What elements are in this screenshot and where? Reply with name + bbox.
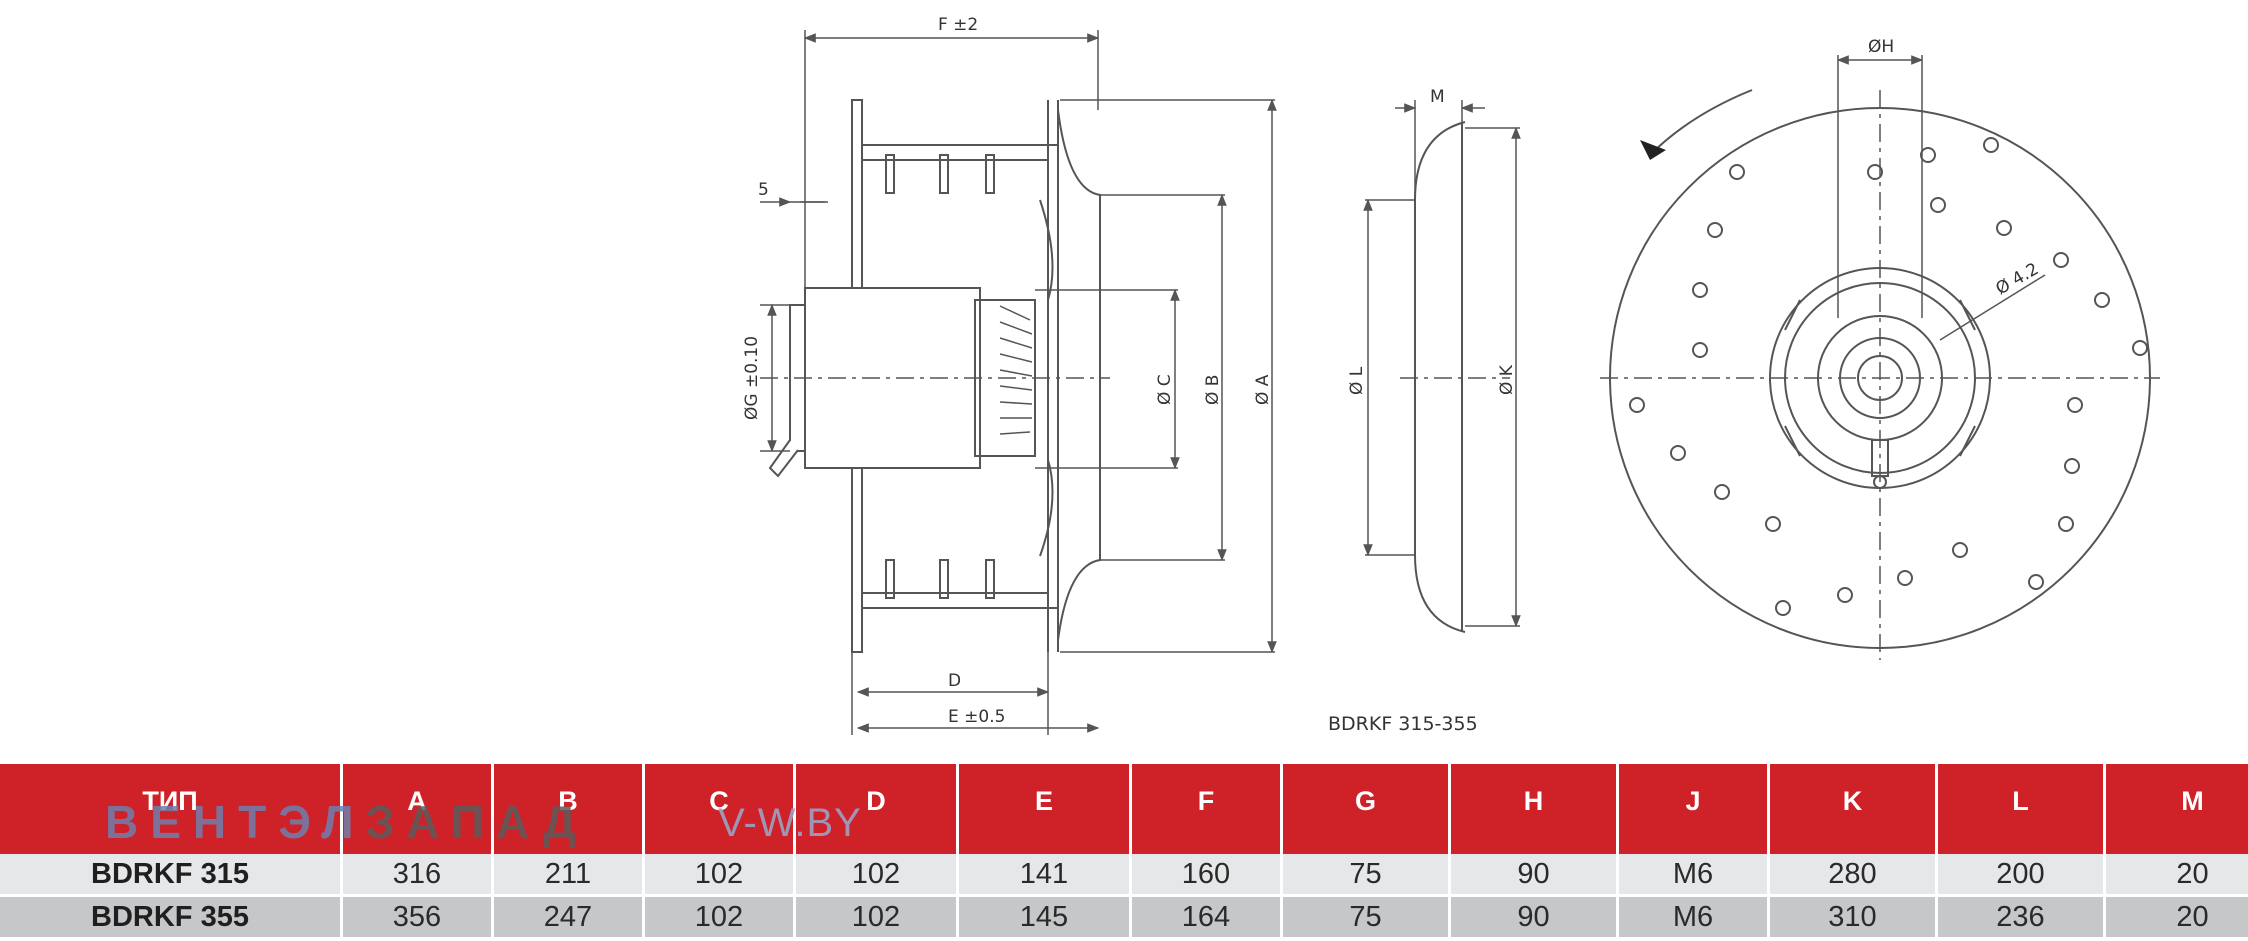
cell-value: 247 <box>494 897 645 937</box>
cell-value: 102 <box>796 854 959 897</box>
cell-value: M6 <box>1619 897 1770 937</box>
cell-value: 211 <box>494 854 645 897</box>
column-header-g: G <box>1283 764 1451 854</box>
front-dimensions <box>1836 55 2046 341</box>
column-header-j: J <box>1619 764 1770 854</box>
column-header-k: K <box>1770 764 1938 854</box>
cell-type: BDRKF 315 <box>0 854 343 897</box>
cell-value: 280 <box>1770 854 1938 897</box>
cell-value: 236 <box>1938 897 2106 937</box>
cell-value: 141 <box>959 854 1132 897</box>
blade-tips <box>1629 137 2148 616</box>
column-header-h: H <box>1451 764 1619 854</box>
cell-value: 316 <box>343 854 494 897</box>
cell-value: 20 <box>2106 897 2248 937</box>
cell-value: 200 <box>1938 854 2106 897</box>
inlet-ring-view <box>1414 121 1466 633</box>
cell-value: 145 <box>959 897 1132 937</box>
column-header-b: B <box>494 764 645 854</box>
cell-value: 20 <box>2106 854 2248 897</box>
cell-value: 310 <box>1770 897 1938 937</box>
model-code: BDRKF 315-355 <box>1328 713 1478 735</box>
side-dimensions <box>760 30 1277 735</box>
side-view <box>760 99 1110 653</box>
column-header-f: F <box>1132 764 1283 854</box>
dim-label-d: D <box>948 671 961 691</box>
cell-type: BDRKF 355 <box>0 897 343 937</box>
cell-value: M6 <box>1619 854 1770 897</box>
cell-value: 102 <box>645 854 796 897</box>
column-header-l: L <box>1938 764 2106 854</box>
dim-label-l: Ø L <box>1347 366 1367 395</box>
dim-label-f: F ±2 <box>938 15 978 35</box>
dim-label-m: M <box>1430 87 1445 107</box>
dim-label-h: ØH <box>1868 37 1894 57</box>
technical-drawing: F ±2 5 ØG ±0.10 Ø C Ø B Ø A D E ±0.5 M Ø… <box>742 15 2160 735</box>
cell-value: 356 <box>343 897 494 937</box>
column-header-c: C <box>645 764 796 854</box>
column-header-e: E <box>959 764 1132 854</box>
dim-label-c: Ø C <box>1155 374 1175 405</box>
column-header-a: A <box>343 764 494 854</box>
cell-value: 90 <box>1451 854 1619 897</box>
cell-value: 102 <box>796 897 959 937</box>
dim-label-e: E ±0.5 <box>948 707 1005 727</box>
cell-value: 102 <box>645 897 796 937</box>
dim-label-k: Ø K <box>1497 364 1517 395</box>
cell-value: 75 <box>1283 854 1451 897</box>
cell-value: 90 <box>1451 897 1619 937</box>
inlet-dimensions <box>1363 100 1521 628</box>
cell-value: 164 <box>1132 897 1283 937</box>
dim-label-5: 5 <box>758 180 769 200</box>
column-header-d: D <box>796 764 959 854</box>
column-header-m: M <box>2106 764 2248 854</box>
dim-label-hole: Ø 4.2 <box>1993 259 2043 299</box>
dim-label-b: Ø B <box>1203 375 1223 405</box>
column-header-type: ТИП <box>0 764 343 854</box>
cell-value: 160 <box>1132 854 1283 897</box>
dim-label-g: ØG ±0.10 <box>742 336 762 420</box>
front-view <box>1600 89 2160 660</box>
dim-label-a: Ø A <box>1253 374 1273 405</box>
cell-value: 75 <box>1283 897 1451 937</box>
